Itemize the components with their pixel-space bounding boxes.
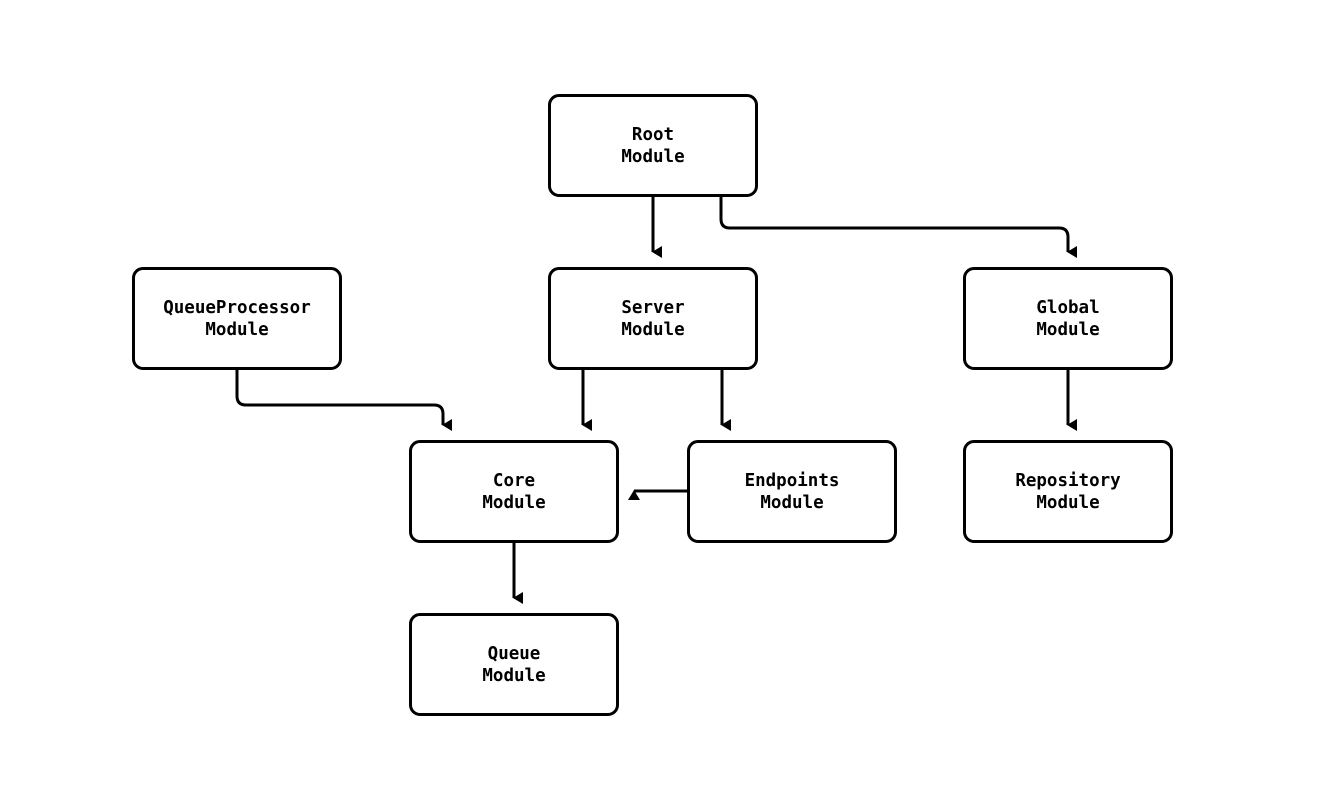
edge-queueprocessor-core: [235, 370, 452, 431]
node-label-secondary: Module: [621, 146, 685, 167]
node-label-secondary: Module: [482, 665, 546, 686]
node-label-secondary: Module: [1036, 319, 1100, 340]
node-label-primary: Repository: [1015, 470, 1121, 491]
edge-root-global: [719, 197, 1077, 258]
node-label-primary: Queue: [487, 643, 541, 664]
node-label-primary: QueueProcessor: [163, 297, 311, 318]
node-label-primary: Core: [492, 470, 536, 491]
node-label-secondary: Module: [1036, 492, 1100, 513]
node-label-secondary: Module: [760, 492, 824, 513]
node-label-primary: Global: [1036, 297, 1100, 318]
node-label-secondary: Module: [482, 492, 546, 513]
node-label-primary: Endpoints: [744, 470, 840, 491]
node-label-secondary: Module: [621, 319, 685, 340]
node-label-primary: Server: [621, 297, 685, 318]
node-label-primary: Root: [631, 124, 675, 145]
node-label-secondary: Module: [205, 319, 269, 340]
